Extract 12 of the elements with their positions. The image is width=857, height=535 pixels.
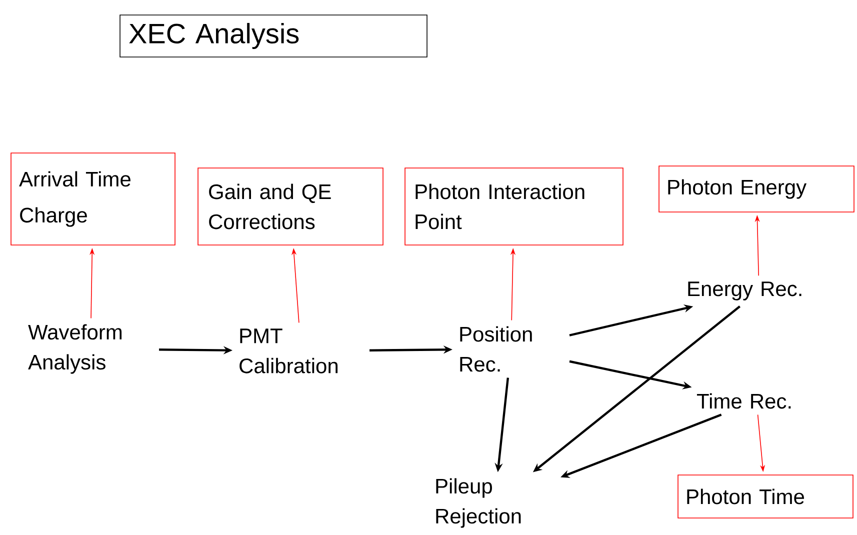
step-label: Energy Rec. [688,282,802,300]
step-label: Waveform Analysis [28,324,122,374]
step-label: Pileup Rejection [436,478,521,528]
step-label: Time Rec. [696,393,791,409]
result-box: Gain and QE Corrections [198,168,384,246]
result-box: Arrival Time Charge [10,152,176,246]
result-box: Photon Time [678,474,854,518]
title-box: XEC Analysis [120,14,428,58]
result-box: Photon Interaction Point [404,168,624,246]
result-box: Photon Energy [658,166,854,212]
step-label: Position Rec. [460,326,532,372]
step-label: PMT Calibration [240,328,338,374]
